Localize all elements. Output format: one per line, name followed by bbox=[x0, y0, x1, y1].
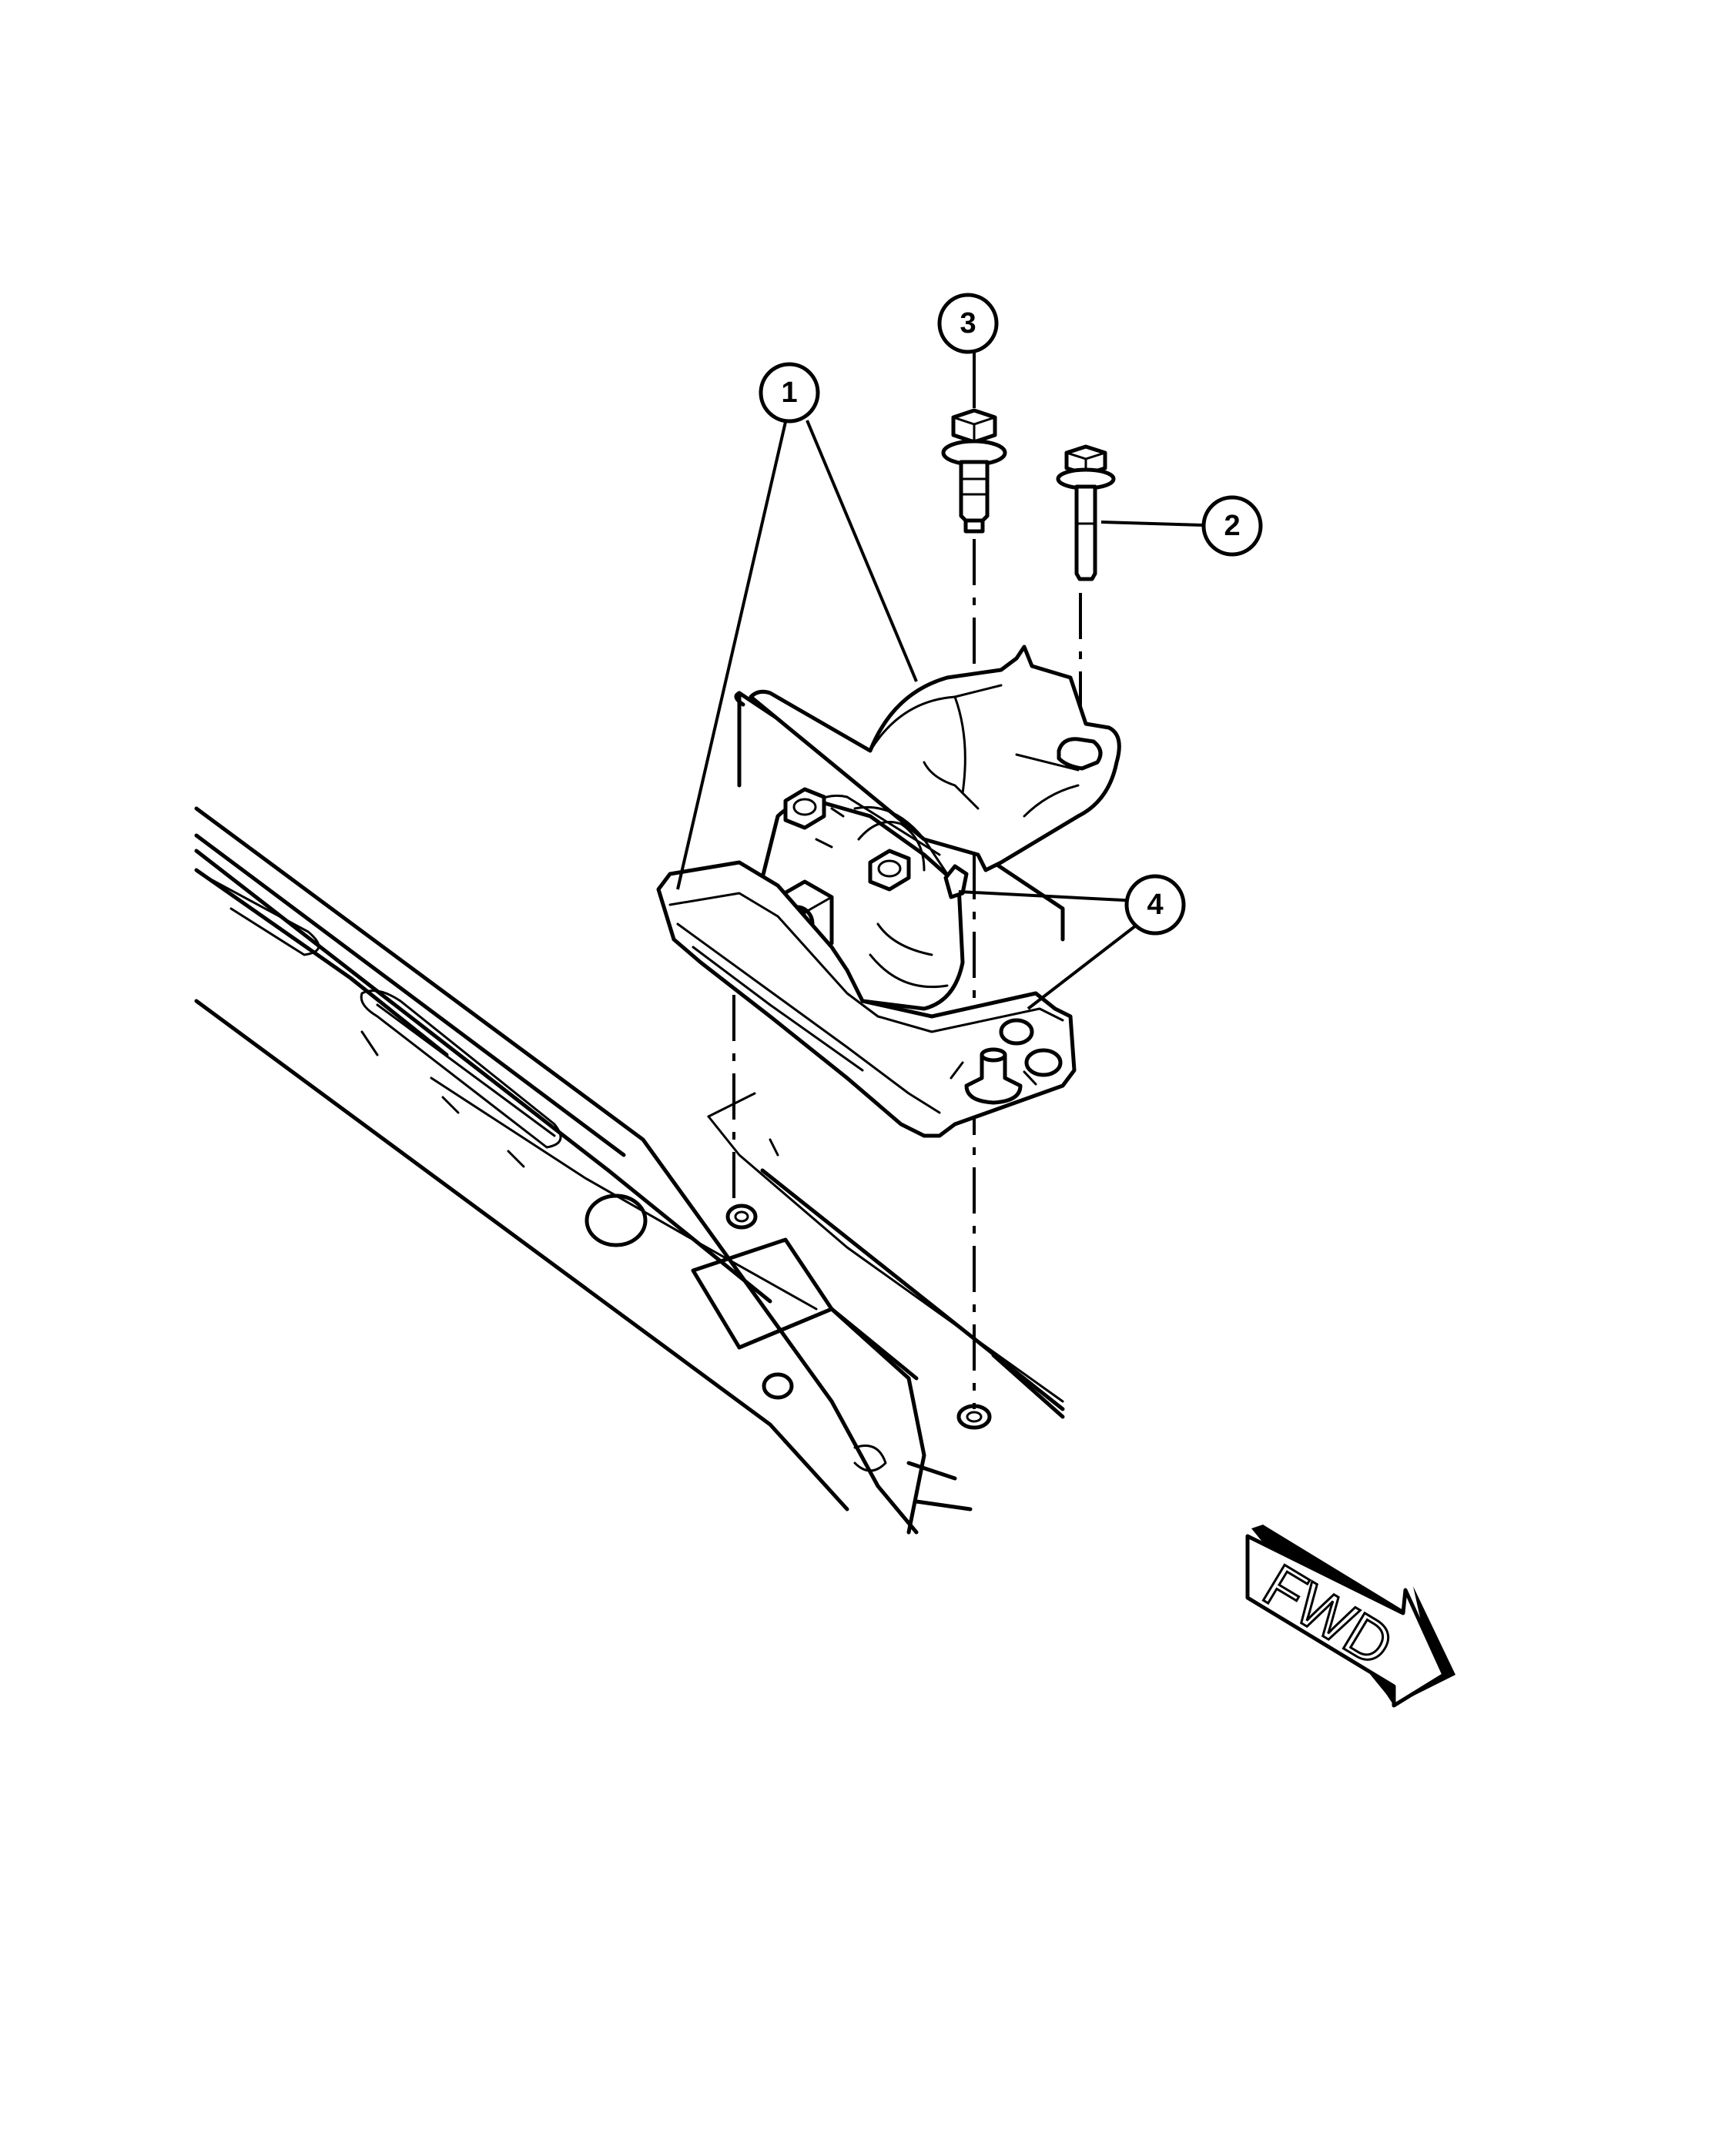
fwd-direction-arrow: FWD bbox=[1245, 1525, 1455, 1708]
crossmember bbox=[707, 691, 1065, 1419]
bolt-2 bbox=[1056, 444, 1116, 581]
callout-2-label: 2 bbox=[1224, 510, 1240, 542]
frame-rail bbox=[194, 806, 973, 1535]
leader-lines bbox=[676, 352, 1204, 1010]
transmission-mount bbox=[656, 644, 1121, 1138]
callout-1: 1 bbox=[759, 362, 820, 424]
callout-2: 2 bbox=[1201, 495, 1263, 557]
callout-3: 3 bbox=[937, 293, 999, 354]
callout-3-label: 3 bbox=[960, 307, 976, 340]
bolt-3 bbox=[941, 408, 1007, 534]
callout-1-label: 1 bbox=[781, 377, 797, 409]
callout-4: 4 bbox=[1124, 874, 1186, 936]
callout-4-label: 4 bbox=[1147, 889, 1163, 921]
